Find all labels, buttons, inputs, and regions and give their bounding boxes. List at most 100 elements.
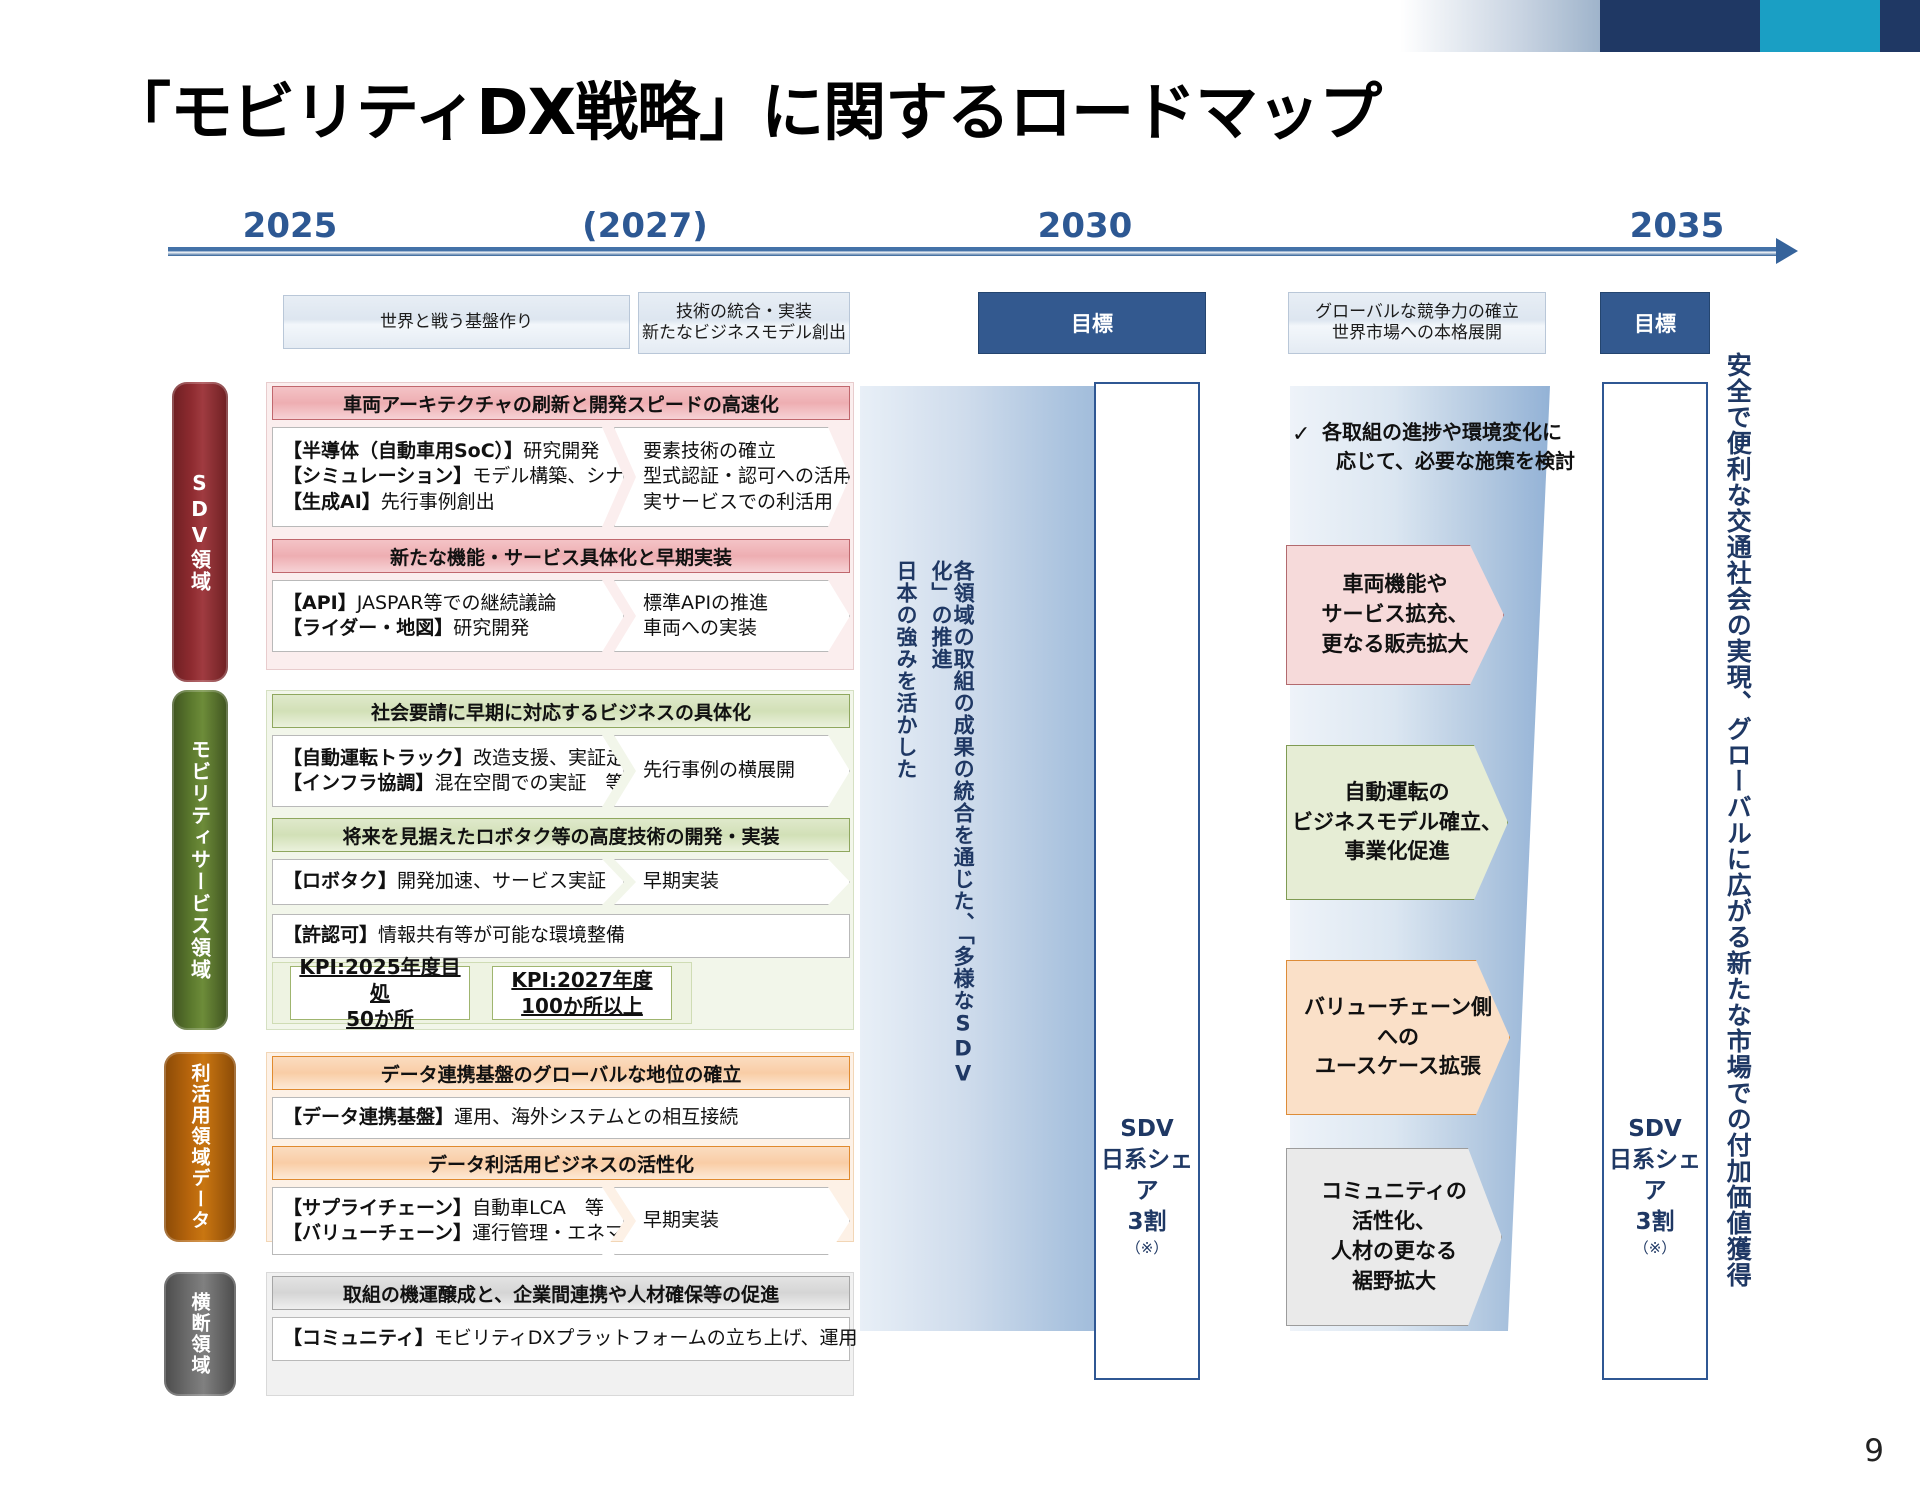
sdv-s2-l2-rest: 研究開発 <box>453 617 530 639</box>
header-navy-block-2 <box>1880 0 1920 52</box>
mobility-permit-box: 【許認可】情報共有等が可能な環境整備 <box>272 914 850 958</box>
sdv-s2-r1: 標準APIの推進 <box>643 591 769 614</box>
mob-s1-l1-bold: 【自動運転トラック】 <box>283 746 474 769</box>
future-item-community: コミュニティの 活性化、 人材の更なる 裾野拡大 <box>1286 1148 1502 1326</box>
mob-permit-bold: 【許認可】 <box>283 924 379 947</box>
mob-permit-rest: 情報共有等が可能な環境整備 <box>378 924 626 947</box>
goal-marker-2035-label: 目標 <box>1634 312 1676 336</box>
data-section-2-title: データ利活用ビジネスの活性化 <box>272 1146 850 1180</box>
crosscut-section-left-box: 【コミュニティ】モビリティDXプラットフォームの立ち上げ、運用 <box>272 1317 857 1361</box>
fi-valuechain-line3: ユースケース拡張 <box>1315 1054 1481 1079</box>
target-box-2035: SDV 日系シェア 3割 （※） <box>1602 382 1708 1380</box>
mobility-section-2-title: 将来を見据えたロボタク等の高度技術の開発・実装 <box>272 818 850 852</box>
goal-marker-2030: 目標 <box>978 292 1206 354</box>
data-s2-r1: 早期実装 <box>643 1209 720 1232</box>
timeline-axis <box>168 247 1778 256</box>
page-title: 「モビリティDX戦略」に関するロードマップ <box>108 76 1382 149</box>
sdv-s1-l3-bold: 【生成AI】 <box>283 490 381 513</box>
sdv-s2-l1-bold: 【API】 <box>283 591 357 614</box>
funnel-text-column-b: 各領域の取組の成果の統合を通じた、「多様なSDV化」の推進 <box>929 560 976 1087</box>
domain-pill-sdv-label: SDV領域 <box>187 471 212 593</box>
sdv-s2-l1-rest: JASPAR等での継続議論 <box>356 591 557 614</box>
fi-vehicle-line2: サービス拡充、 <box>1321 602 1469 627</box>
page-number: 9 <box>1864 1433 1884 1469</box>
target-2035-line1: SDV <box>1628 1115 1682 1142</box>
data-s2-l1-bold: 【サプライチェーン】 <box>283 1196 473 1219</box>
sdv-s2-r2: 車両への実装 <box>643 617 758 639</box>
sdv-s1-r3: 実サービスでの利活用 <box>643 490 834 513</box>
cross-l1-bold: 【コミュニティ】 <box>283 1327 434 1350</box>
fi-community-line2: 活性化、 <box>1352 1209 1436 1234</box>
header-gradient-block <box>1400 0 1600 52</box>
fi-community-line4: 裾野拡大 <box>1352 1268 1436 1293</box>
future-item-auto-drive-biz: 自動運転の ビジネスモデル確立、 事業化促進 <box>1286 745 1508 900</box>
sdv-s1-l2-bold: 【シミュレーション】 <box>283 465 473 488</box>
sdv-section-1-title: 車両アーキテクチャの刷新と開発スピードの高速化 <box>272 386 850 420</box>
domain-pill-data-label-a: データ <box>188 1168 211 1231</box>
phase-header-2025: 世界と戦う基盤作り <box>283 295 630 349</box>
header-navy-block <box>1600 0 1760 52</box>
domain-pill-mobility-label: モビリティサービス領域 <box>187 739 212 981</box>
goal-marker-2035: 目標 <box>1600 292 1710 354</box>
data-section-2-right-box: 早期実装 <box>614 1187 850 1255</box>
sdv-s1-l1-bold: 【半導体（自動車用SoC）】 <box>283 440 524 463</box>
fi-vehicle-line3: 更なる販売拡大 <box>1321 631 1469 656</box>
mobility-section-1-right-box: 先行事例の横展開 <box>614 735 850 807</box>
timeline-year-2025: 2025 <box>242 206 338 246</box>
data-section-2-left-box: 【サプライチェーン】自動車LCA 等 【バリューチェーン】運行管理・エネマネ 等 <box>272 1187 624 1255</box>
kpi-2027: KPI:2027年度 100か所以上 <box>492 966 672 1020</box>
fi-community-line1: コミュニティの <box>1321 1179 1467 1204</box>
fi-valuechain-line1: バリューチェーン側 <box>1304 994 1492 1019</box>
timeline-arrow-icon <box>1776 238 1798 264</box>
phase-header-2035-lead: グローバルな競争力の確立 世界市場への本格展開 <box>1288 292 1546 354</box>
mob-s1-l1-rest: 改造支援、実証走行 <box>473 746 645 769</box>
phase-header-2027-line2: 新たなビジネスモデル創出 <box>642 323 846 343</box>
phase-header-2035-line1: グローバルな競争力の確立 <box>1315 302 1519 323</box>
check-icon: ✓ <box>1292 422 1311 447</box>
mobility-section-2-right-box: 早期実装 <box>614 859 850 905</box>
data-s2-l2-bold: 【バリューチェーン】 <box>283 1222 473 1244</box>
kpi-2025: KPI:2025年度目処 50か所 <box>290 955 470 1031</box>
sdv-section-2-title: 新たな機能・サービス具体化と早期実装 <box>272 539 850 573</box>
target-2030-line2: 日系シェア <box>1101 1146 1193 1204</box>
target-2035-note: （※） <box>1633 1238 1677 1257</box>
target-2030-line3: 3割 <box>1127 1208 1167 1235</box>
domain-pill-crosscut: 横断 領域 <box>164 1272 236 1396</box>
funnel-text-column-a: 日本の強みを活かした <box>894 560 919 780</box>
fi-community-line3: 人材の更なる <box>1331 1239 1457 1263</box>
kpi-2025-line2: 50か所 <box>346 1007 414 1031</box>
fi-autodrive-line2: ビジネスモデル確立、 <box>1292 809 1502 834</box>
kpi-2027-line2: 100か所以上 <box>521 994 643 1018</box>
goal-marker-2030-label: 目標 <box>1071 312 1113 336</box>
header-decoration-bar <box>1400 0 1920 52</box>
mob-s1-r1: 先行事例の横展開 <box>643 759 796 782</box>
sdv-s1-r2: 型式認証・認可への活用 <box>643 465 853 488</box>
vision-statement: 安全で便利な交通社会の実現、グローバルに広がる新たな市場での付加価値獲得 <box>1723 352 1753 1288</box>
mobility-section-1-title: 社会要請に早期に対応するビジネスの具体化 <box>272 694 850 728</box>
target-2030-note: （※） <box>1125 1238 1169 1257</box>
data-s1-l1-bold: 【データ連携基盤】 <box>283 1106 455 1129</box>
mob-s1-l2-rest: 混在空間での実証 等 <box>434 772 625 794</box>
phase-header-2027-line1: 技術の統合・実装 <box>676 302 812 323</box>
sdv-section-1-left-box: 【半導体（自動車用SoC）】研究開発 【シミュレーション】モデル構築、シナリオ整… <box>272 427 624 527</box>
sdv-s1-l1-rest: 研究開発 <box>523 440 600 463</box>
target-2035-line3: 3割 <box>1635 1208 1675 1235</box>
future-item-vehicle-function: 車両機能や サービス拡充、 更なる販売拡大 <box>1286 545 1504 685</box>
domain-pill-data: 利活用領域 データ <box>164 1052 236 1242</box>
future-item-value-chain: バリューチェーン側 への ユースケース拡張 <box>1286 960 1510 1115</box>
mob-s2-r1: 早期実装 <box>643 870 720 893</box>
fi-valuechain-line2: への <box>1377 1024 1419 1049</box>
target-2030-line1: SDV <box>1120 1115 1174 1142</box>
data-s1-l1-rest: 運用、海外システムとの相互接続 <box>454 1106 739 1129</box>
mobility-section-1-left-box: 【自動運転トラック】改造支援、実証走行 【インフラ協調】混在空間での実証 等 <box>272 735 624 807</box>
domain-pill-crosscut-label-b: 横断 <box>188 1292 211 1334</box>
data-s2-l1-rest: 自動車LCA 等 <box>472 1196 604 1219</box>
kpi-2025-line1: KPI:2025年度目処 <box>299 955 461 1005</box>
sdv-section-1-right-box: 要素技術の確立 型式認証・認可への活用 実サービスでの利活用 <box>614 427 850 527</box>
mob-s1-l2-bold: 【インフラ協調】 <box>283 772 435 794</box>
future-policy-note: ✓ 各取組の進捗や環境変化に 応じて、必要な施策を検討 <box>1292 418 1592 476</box>
sdv-integration-funnel <box>860 386 1160 1331</box>
fi-vehicle-line1: 車両機能や <box>1342 572 1448 597</box>
domain-pill-sdv: SDV領域 <box>172 382 228 682</box>
